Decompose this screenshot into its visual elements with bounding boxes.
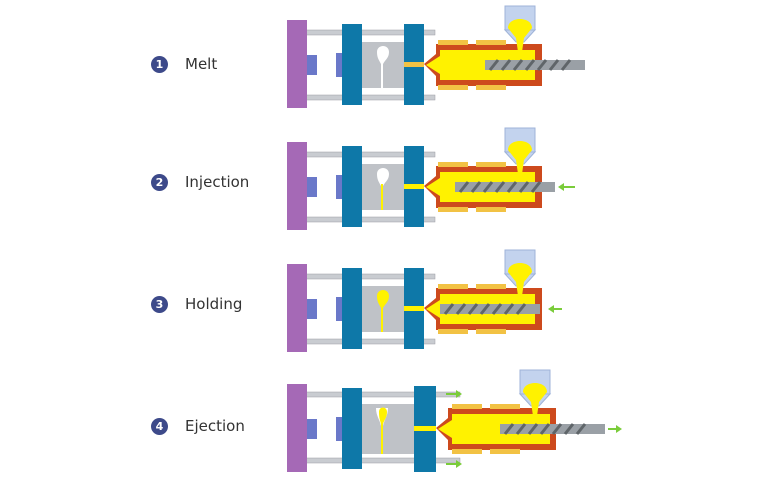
ejector-box [307, 55, 317, 75]
mold-cavity [362, 404, 414, 454]
screw-flights [443, 303, 527, 315]
fixed-platen [287, 142, 307, 230]
heater-band-2 [476, 162, 506, 167]
fixed-platen [287, 20, 307, 108]
pellets [508, 141, 532, 174]
mold-half-left [342, 24, 362, 105]
screw-shaft [485, 60, 585, 70]
open-arrow-bottom-icon [446, 460, 462, 468]
screw-flights [458, 181, 542, 193]
sprue [404, 184, 424, 189]
pellets [508, 263, 532, 296]
melt [438, 414, 550, 444]
heater-band-2 [490, 404, 520, 409]
heater-band-3 [452, 449, 482, 454]
step-2-badge: 2 [151, 174, 168, 191]
heater-band-4 [476, 85, 506, 90]
pellets [508, 19, 532, 52]
part-filled [377, 290, 389, 332]
ejector-plate [336, 417, 344, 441]
retract-arrow-icon [608, 425, 622, 433]
fixed-platen [287, 384, 307, 472]
screw-flights [503, 423, 587, 435]
screw-shaft [440, 304, 540, 314]
step-1-label: Melt [185, 55, 218, 73]
step-2-label: Injection [185, 173, 250, 191]
ejector-box [307, 299, 317, 319]
ejector-box [307, 177, 317, 197]
push-arrow-icon [558, 183, 575, 191]
heater-band-4 [476, 329, 506, 334]
part-ejected [379, 407, 387, 454]
sprue [404, 62, 424, 67]
part-shape [377, 46, 389, 88]
tie-rod-bottom [304, 457, 461, 464]
heater-band-1 [438, 284, 468, 289]
sprue [414, 426, 436, 431]
machine-step-3 [287, 249, 562, 352]
ejector-plate [336, 175, 344, 199]
hold-arrow-icon [548, 305, 562, 313]
heater-band-4 [490, 449, 520, 454]
ejector-box [307, 419, 317, 439]
melt [426, 172, 460, 202]
screw-shaft [455, 182, 555, 192]
ejector-plate [336, 297, 344, 321]
step-4-badge: 4 [151, 418, 168, 435]
heater-band-3 [438, 207, 468, 212]
step-1-badge: 1 [151, 56, 168, 73]
mold-half-left [342, 268, 362, 349]
machine-step-1 [287, 5, 585, 108]
step-4-label: Ejection [185, 417, 245, 435]
machine-step-2 [287, 127, 575, 230]
mold-half-left [342, 146, 362, 227]
sprue [404, 306, 424, 311]
heater-band-4 [476, 207, 506, 212]
heater-band-3 [438, 329, 468, 334]
melt [426, 50, 535, 80]
heater-band-3 [438, 85, 468, 90]
heater-band-2 [476, 284, 506, 289]
screw-shaft [500, 424, 605, 434]
heater-band-1 [438, 162, 468, 167]
machine-step-4 [287, 369, 622, 472]
mold-half-left [342, 388, 362, 469]
step-3-label: Holding [185, 295, 243, 313]
heater-band-1 [452, 404, 482, 409]
heater-band-1 [438, 40, 468, 45]
step-3-badge: 3 [151, 296, 168, 313]
fixed-platen [287, 264, 307, 352]
tie-rod-top [304, 391, 461, 398]
heater-band-2 [476, 40, 506, 45]
open-arrow-top-icon [446, 390, 462, 398]
ejector-plate [336, 53, 344, 77]
screw-flights [488, 59, 572, 71]
pellets [523, 383, 547, 416]
part-filling [381, 184, 383, 210]
